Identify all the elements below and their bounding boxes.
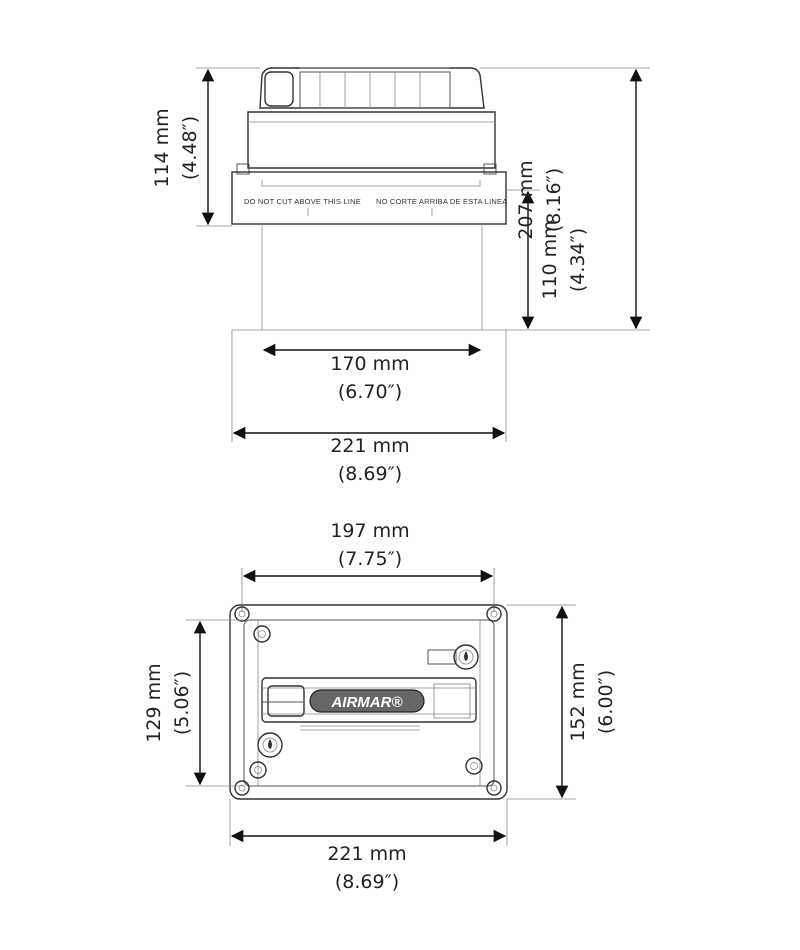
dim-height-total-inch: (8.16″) (543, 168, 565, 232)
cut-line-text-en: DO NOT CUT ABOVE THIS LINE (244, 197, 361, 206)
connector-block: AIRMAR® (261, 677, 477, 731)
valve-lower (257, 732, 283, 758)
side-view: DO NOT CUT ABOVE THIS LINE NO CORTE ARRI… (151, 67, 650, 485)
dim-width-outer-inch: (8.69″) (338, 463, 402, 485)
dim-plate-height-mm: 152 mm (567, 662, 589, 741)
transducer-housing (236, 111, 497, 175)
dim-plate-height-inch: (6.00″) (595, 670, 617, 734)
transducer-tube (232, 224, 506, 331)
cut-line-text-es: NO CORTE ARRIBA DE ESTA LINEA (376, 197, 507, 206)
bolt-holes (234, 606, 502, 796)
dim-height-lower-inch: (4.34″) (567, 228, 589, 292)
dim-bolt-height-mm: 129 mm (143, 663, 165, 742)
mounting-plate (229, 604, 508, 800)
dim-height-upper-mm: 114 mm (151, 108, 173, 187)
transducer-top-cap (259, 67, 485, 109)
dim-bolt-width-mm: 197 mm (330, 520, 409, 542)
dim-height-total-mm: 207 mm (515, 160, 537, 239)
dim-bolt-height-inch: (5.06″) (171, 671, 193, 735)
top-view: 197 mm (7.75″) (143, 520, 617, 893)
dim-width-inner-inch: (6.70″) (338, 381, 402, 403)
cut-flange: DO NOT CUT ABOVE THIS LINE NO CORTE ARRI… (231, 171, 507, 225)
dim-bolt-width-inch: (7.75″) (338, 548, 402, 570)
dim-plate-width-mm: 221 mm (327, 843, 406, 865)
dim-height-upper-inch: (4.48″) (179, 116, 201, 180)
dim-plate-width-inch: (8.69″) (335, 871, 399, 893)
dim-width-outer-mm: 221 mm (330, 435, 409, 457)
airmar-logo: AIRMAR® (330, 694, 403, 711)
dim-height-lower-mm: 110 mm (539, 220, 561, 299)
valve-upper (427, 644, 479, 670)
dim-width-inner-mm: 170 mm (330, 353, 409, 375)
